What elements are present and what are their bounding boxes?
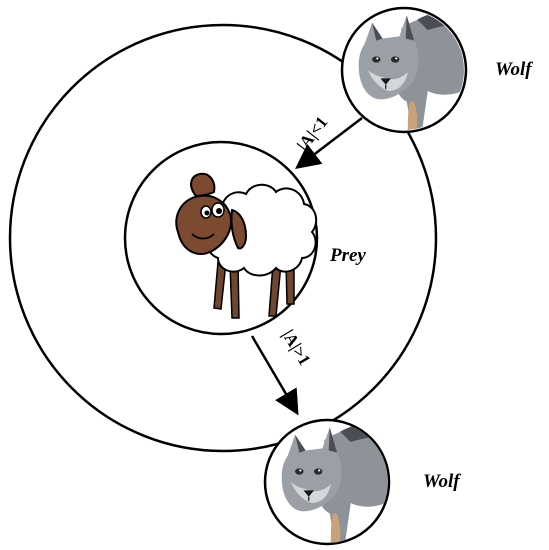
wolf-bottom (263, 418, 391, 546)
wolf-top-label: Wolf (495, 59, 533, 80)
arrow-outward-label: |A|>1 (279, 326, 315, 368)
prey-label: Prey (329, 245, 366, 266)
arrow-inward-label: |A|<1 (293, 113, 331, 155)
arrow-inward (295, 117, 363, 170)
sheep-icon (175, 172, 318, 319)
arrow-outward (250, 335, 299, 416)
wolf-top (340, 6, 468, 134)
outer-circle (8, 23, 438, 453)
wolf-bottom-label: Wolf (423, 471, 461, 492)
